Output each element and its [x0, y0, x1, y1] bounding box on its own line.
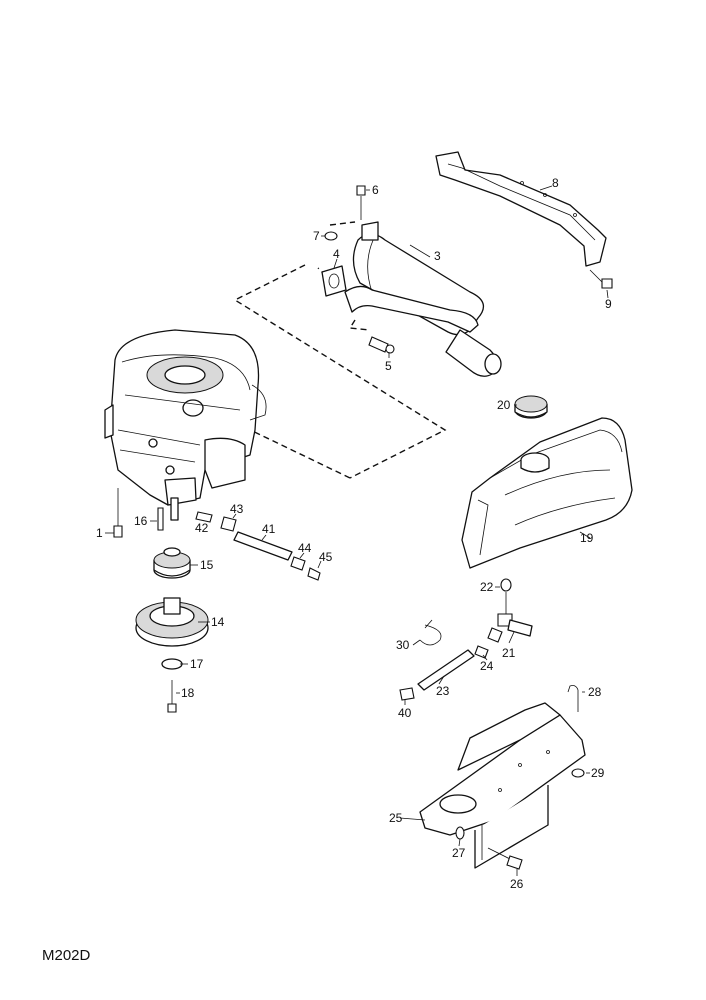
clamp-24 — [474, 645, 489, 659]
pulley-15 — [153, 547, 191, 579]
hose-23 — [417, 649, 475, 691]
fitting-45 — [307, 567, 321, 581]
leader-lines — [105, 185, 609, 876]
callout-6: 6 — [372, 183, 379, 197]
callout-7: 7 — [313, 229, 320, 243]
callout-15: 15 — [200, 558, 214, 572]
bolt-1 — [113, 488, 123, 538]
callout-25: 25 — [389, 811, 403, 825]
callout-42: 42 — [195, 521, 209, 535]
callout-27: 27 — [452, 846, 466, 860]
callout-9: 9 — [605, 297, 612, 311]
bolt-6 — [356, 185, 366, 220]
callout-16: 16 — [134, 514, 148, 528]
callout-5: 5 — [385, 359, 392, 373]
muffler-3 — [344, 221, 502, 377]
callout-21: 21 — [502, 646, 516, 660]
callout-43: 43 — [230, 502, 244, 516]
grommet-22 — [500, 578, 512, 592]
shutoff-valve-21 — [487, 592, 533, 643]
heat-shield-25 — [419, 702, 586, 869]
callout-30: 30 — [396, 638, 410, 652]
hose-41 — [233, 531, 293, 561]
clamp-43 — [220, 516, 237, 532]
engine — [104, 329, 267, 506]
callout-labels: 1 3 4 5 6 7 8 9 14 15 16 17 18 19 20 21 … — [96, 176, 612, 891]
hook-28 — [567, 685, 579, 712]
callout-17: 17 — [190, 657, 204, 671]
callout-14: 14 — [211, 615, 225, 629]
callout-41: 41 — [262, 522, 276, 536]
bolt-9 — [589, 269, 613, 289]
nut-27 — [455, 826, 465, 840]
key-16 — [157, 507, 164, 531]
bolt-26 — [487, 847, 523, 870]
callout-24: 24 — [480, 659, 494, 673]
callout-19: 19 — [580, 531, 594, 545]
diagram-code: M202D — [42, 947, 91, 964]
callout-28: 28 — [588, 685, 602, 699]
nut-29 — [571, 768, 585, 778]
fitting-42 — [195, 511, 213, 523]
fuel-cap-20 — [514, 395, 548, 419]
bracket-8 — [435, 151, 607, 267]
gasket-4 — [321, 265, 347, 297]
fuel-tank-19 — [461, 417, 633, 569]
callout-20: 20 — [497, 398, 511, 412]
callout-18: 18 — [181, 686, 195, 700]
callout-40: 40 — [398, 706, 412, 720]
callout-1: 1 — [96, 526, 103, 540]
fitting-40 — [399, 687, 415, 701]
callout-22: 22 — [480, 580, 494, 594]
crankshaft — [170, 497, 179, 521]
callout-29: 29 — [591, 766, 605, 780]
cable-tie-30 — [419, 619, 442, 646]
callout-3: 3 — [434, 249, 441, 263]
callout-45: 45 — [319, 550, 333, 564]
bolt-18 — [167, 680, 177, 713]
callout-4: 4 — [333, 247, 340, 261]
callout-26: 26 — [510, 877, 524, 891]
callout-8: 8 — [552, 176, 559, 190]
clamp-44 — [290, 556, 306, 571]
washer-17 — [161, 658, 183, 670]
callout-23: 23 — [436, 684, 450, 698]
pulley-14 — [135, 597, 209, 647]
bolt-5 — [368, 336, 395, 354]
nut-7 — [324, 231, 338, 241]
callout-44: 44 — [298, 541, 312, 555]
